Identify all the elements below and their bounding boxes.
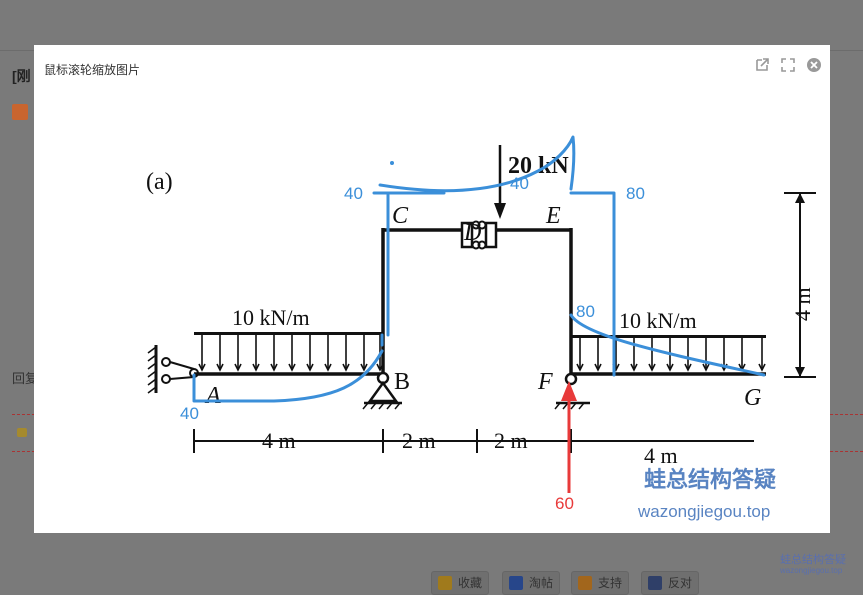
page-watermark-url: wazongjiegou.top bbox=[780, 566, 843, 575]
user-avatar-icon[interactable] bbox=[12, 104, 28, 120]
thumbs-down-icon bbox=[648, 576, 662, 590]
reply-label[interactable]: 回复 bbox=[12, 371, 39, 386]
fullscreen-icon[interactable] bbox=[780, 57, 796, 73]
oppose-button[interactable]: 反对 bbox=[641, 571, 700, 595]
hinge-d bbox=[460, 220, 498, 250]
favorite-button-label: 收藏 bbox=[458, 576, 483, 590]
collect-thread-button[interactable]: 淘帖 bbox=[502, 571, 561, 595]
modal-title: 鼠标滚轮缩放图片 bbox=[44, 63, 141, 77]
frame-diagram: (a) 10 kN/m bbox=[146, 135, 816, 521]
moment-diagram-overlay bbox=[192, 135, 766, 403]
node-label-a: A bbox=[204, 383, 221, 409]
pin-support-b bbox=[362, 371, 402, 410]
collect-thread-label: 淘帖 bbox=[529, 576, 554, 590]
moment-value-d: 40 bbox=[510, 174, 529, 193]
moment-curve-cde bbox=[378, 135, 576, 193]
close-icon[interactable] bbox=[806, 57, 822, 73]
moment-value-c: 40 bbox=[344, 184, 363, 203]
lock-icon bbox=[17, 428, 27, 437]
reaction-arrow bbox=[561, 381, 577, 493]
support-button-label: 支持 bbox=[598, 576, 623, 590]
span-dim-3: 2 m bbox=[494, 428, 528, 453]
moment-curve-ab bbox=[192, 349, 384, 403]
node-label-e: E bbox=[545, 203, 561, 229]
favorite-button[interactable]: 收藏 bbox=[431, 571, 490, 595]
bookmark-icon bbox=[509, 576, 523, 590]
page-watermark-cn: 蛙总结构答疑 bbox=[780, 554, 846, 566]
left-wall-support bbox=[147, 345, 199, 394]
span-dim-2: 2 m bbox=[402, 428, 436, 453]
span-dimension-lines bbox=[193, 429, 754, 453]
image-viewer-modal: 鼠标滚轮缩放图片 (a) bbox=[34, 45, 830, 533]
node-label-b: B bbox=[394, 369, 410, 395]
node-label-f: F bbox=[537, 369, 553, 395]
thumbs-up-icon bbox=[578, 576, 592, 590]
figure-label: (a) bbox=[146, 169, 173, 195]
oppose-button-label: 反对 bbox=[668, 576, 693, 590]
span-dim-4: 4 m bbox=[644, 443, 678, 468]
support-button[interactable]: 支持 bbox=[571, 571, 630, 595]
right-udl-label: 10 kN/m bbox=[619, 308, 697, 333]
image-watermark-cn: 蛙总结构答疑 bbox=[644, 467, 776, 493]
height-dimension-label: 4 m bbox=[790, 287, 815, 321]
node-label-d: D bbox=[463, 220, 481, 246]
moment-line-bc bbox=[380, 193, 390, 347]
star-icon bbox=[438, 576, 452, 590]
span-dim-1: 4 m bbox=[262, 428, 296, 453]
image-watermark-url: wazongjiegou.top bbox=[637, 502, 770, 521]
moment-curve-fg bbox=[569, 313, 766, 377]
node-label-g: G bbox=[744, 385, 761, 411]
node-label-c: C bbox=[392, 203, 409, 229]
left-distributed-load bbox=[194, 332, 384, 372]
moment-value-e: 80 bbox=[626, 184, 645, 203]
open-external-icon[interactable] bbox=[754, 57, 770, 73]
point-load-arrow bbox=[494, 145, 506, 219]
right-distributed-load bbox=[571, 335, 766, 372]
moment-value-a: 40 bbox=[180, 404, 199, 423]
height-dimension bbox=[784, 192, 816, 378]
moment-line-e-right bbox=[569, 191, 616, 377]
thread-title-fragment: [刚 bbox=[12, 68, 31, 84]
left-udl-label: 10 kN/m bbox=[232, 305, 310, 330]
roller-support-f bbox=[554, 372, 590, 410]
moment-value-f: 80 bbox=[576, 302, 595, 321]
moment-dot bbox=[390, 161, 394, 165]
reaction-value: 60 bbox=[555, 494, 574, 513]
